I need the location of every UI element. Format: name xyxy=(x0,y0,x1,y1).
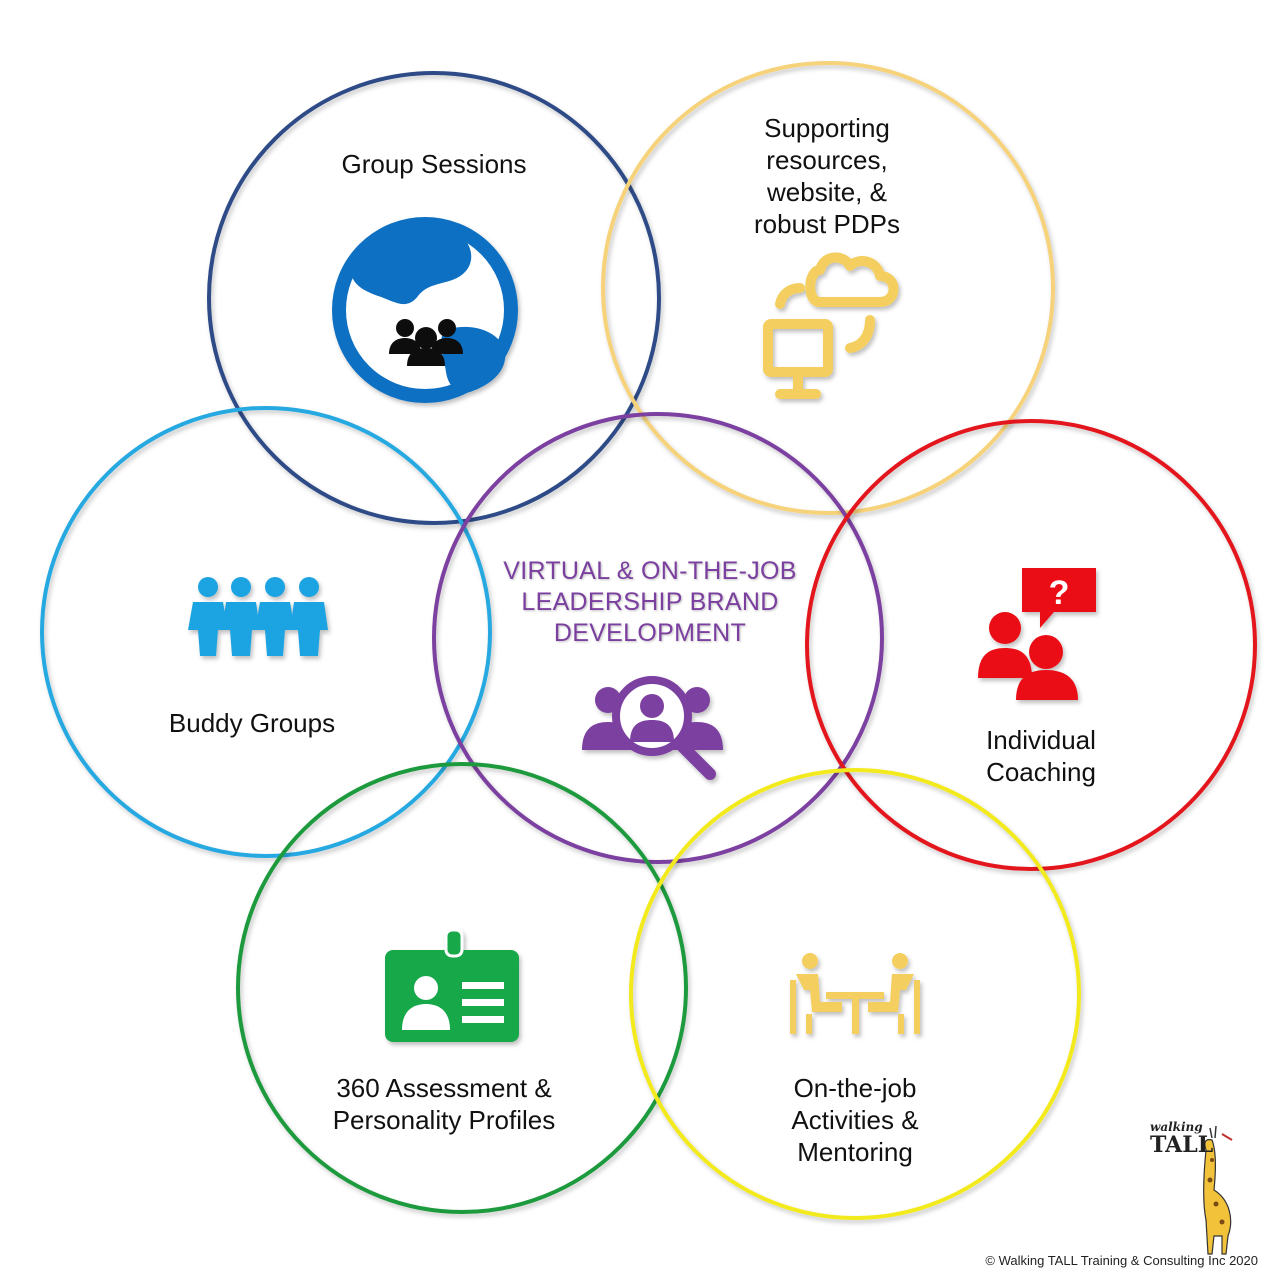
center-title-line: VIRTUAL & ON-THE-JOB xyxy=(503,557,797,585)
brand-line1: walking xyxy=(1150,1120,1203,1134)
copyright-notice: © Walking TALL Training & Consulting Inc… xyxy=(985,1253,1258,1268)
center-title-line: DEVELOPMENT xyxy=(553,619,747,647)
label-line: Supporting xyxy=(764,113,890,143)
label-line: Personality Profiles xyxy=(332,1105,556,1135)
group-people-icon xyxy=(188,577,328,656)
ring-individual-coaching xyxy=(805,419,1257,871)
walking-tall-giraffe-logo xyxy=(1203,1125,1233,1255)
ring-supporting-resources xyxy=(601,61,1055,515)
label-on-the-job: On-the-job Activities & Mentoring xyxy=(745,1072,965,1168)
label-line: website, & xyxy=(767,177,887,207)
ring-buddy-groups xyxy=(40,406,492,858)
ring-assessment-profiles xyxy=(236,762,688,1214)
label-line: robust PDPs xyxy=(754,209,900,239)
ring-on-the-job xyxy=(629,768,1081,1220)
label-group-sessions: Group Sessions xyxy=(314,148,554,180)
label-line: Individual xyxy=(986,725,1096,755)
center-title: VIRTUAL & ON-THE-JOB LEADERSHIP BRAND DE… xyxy=(470,556,830,649)
globe-people-icon xyxy=(332,217,518,403)
meeting-table-icon xyxy=(790,953,920,1034)
label-line: On-the-job xyxy=(793,1073,917,1103)
ring-center xyxy=(432,412,884,864)
label-individual-coaching: Individual Coaching xyxy=(941,724,1141,788)
ring-group-sessions xyxy=(207,71,661,525)
id-badge-icon xyxy=(385,928,519,1042)
label-supporting-resources: Supporting resources, website, & robust … xyxy=(717,112,937,240)
cloud-sync-monitor-icon xyxy=(763,252,899,399)
svg-text:?: ? xyxy=(1049,574,1070,612)
walking-tall-brand-text: walking TALL xyxy=(1150,1118,1214,1158)
leadership-search-icon xyxy=(582,676,723,780)
label-line: resources, xyxy=(766,145,888,175)
label-line: Coaching xyxy=(986,757,1096,787)
coaching-question-icon: ? xyxy=(978,568,1096,700)
label-line: Mentoring xyxy=(797,1137,913,1167)
label-line: Group Sessions xyxy=(341,149,527,179)
label-assessment-profiles: 360 Assessment & Personality Profiles xyxy=(310,1072,578,1136)
brand-line2: TALL xyxy=(1150,1132,1214,1158)
label-buddy-groups: Buddy Groups xyxy=(142,707,362,739)
label-line: Activities & xyxy=(791,1105,919,1135)
label-line: 360 Assessment & xyxy=(336,1073,552,1103)
center-title-line: LEADERSHIP BRAND xyxy=(521,588,779,616)
label-line: Buddy Groups xyxy=(168,708,336,738)
